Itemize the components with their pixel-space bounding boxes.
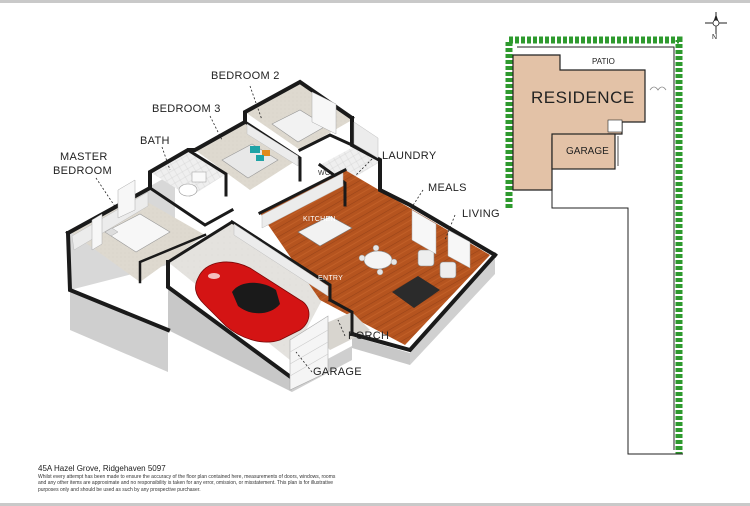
label-kitchen: KITCHEN (303, 216, 336, 223)
label-garage: GARAGE (313, 366, 362, 378)
label-bath: BATH (140, 135, 170, 147)
site-label-patio: PATIO (592, 57, 615, 66)
site-garage (551, 133, 616, 170)
master-bed (104, 213, 171, 253)
kitchen-bench (297, 215, 353, 247)
label-porch: PORCH (348, 330, 390, 342)
disclaimer-text: Whilst every attempt has been made to en… (38, 474, 336, 493)
label-master-line2: BEDROOM (53, 165, 112, 177)
armchair-left (417, 249, 435, 267)
label-entry: ENTRY (318, 275, 344, 282)
label-wc: WC (318, 170, 331, 177)
label-living: LIVING (462, 208, 500, 220)
top-border (0, 0, 750, 3)
armchair-right (439, 261, 457, 279)
site-label-residence: RESIDENCE (531, 88, 635, 107)
furniture (91, 91, 471, 391)
north-compass-icon: N (703, 10, 729, 44)
compass-north-label: N (712, 34, 718, 41)
label-meals: MEALS (428, 182, 467, 194)
walls (65, 79, 498, 381)
site-label-garage: GARAGE (566, 146, 609, 157)
property-address: 45A Hazel Grove, Ridgehaven 5097 (38, 464, 166, 473)
site-residence (512, 54, 646, 191)
site-hedge (505, 36, 683, 454)
label-bedroom-2: BEDROOM 2 (211, 70, 280, 82)
bottom-border (0, 503, 750, 506)
label-bedroom-3: BEDROOM 3 (152, 103, 221, 115)
site-boundary (517, 46, 683, 455)
label-leaders (95, 85, 456, 373)
label-master-line1: MASTER (60, 151, 108, 163)
bath-vanity (178, 183, 198, 197)
garage-car (195, 261, 310, 343)
living-tv-unit (392, 276, 440, 308)
label-laundry: LAUNDRY (382, 150, 437, 162)
